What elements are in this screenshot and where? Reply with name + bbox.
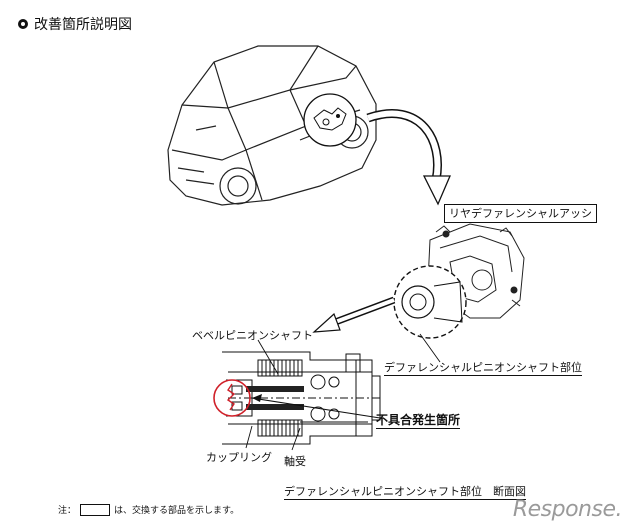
cross-section-drawing: [222, 351, 381, 445]
label-bevel-pinion-shaft: ベベルピニオンシャフト: [192, 329, 313, 342]
page-header: 改善箇所説明図: [18, 14, 132, 34]
highlight-circle-car: [303, 93, 357, 147]
label-coupling: カップリング: [206, 451, 272, 464]
replacement-legend-box: [80, 503, 111, 516]
label-bearing: 軸受: [284, 455, 306, 468]
replacement-part: [246, 386, 304, 410]
footnote: 注： は、交換する部品を示します。: [58, 503, 239, 516]
header-bullet-icon: [18, 19, 28, 29]
defect-highlight-circle: [213, 379, 251, 417]
label-section-view: デファレンシャルピニオンシャフト部位 断面図: [284, 485, 526, 500]
label-defect-location: 不具合発生箇所: [376, 413, 461, 429]
footnote-prefix: 注：: [58, 506, 77, 516]
footnote-text: は、交換する部品を示します。: [114, 506, 240, 516]
pinion-area-circle: [393, 265, 467, 339]
car-illustration: [167, 45, 377, 206]
response-watermark: Response.: [512, 497, 623, 522]
page-title: 改善箇所説明図: [34, 17, 132, 33]
callout-arrow-1: [366, 109, 451, 206]
callout-arrow-2: [312, 296, 396, 333]
label-rear-diff-assy: リヤデファレンシャルアッシ: [444, 204, 597, 223]
label-diff-pinion-part: デファレンシャルピニオンシャフト部位: [384, 361, 582, 376]
defect-arrow: [251, 394, 381, 419]
